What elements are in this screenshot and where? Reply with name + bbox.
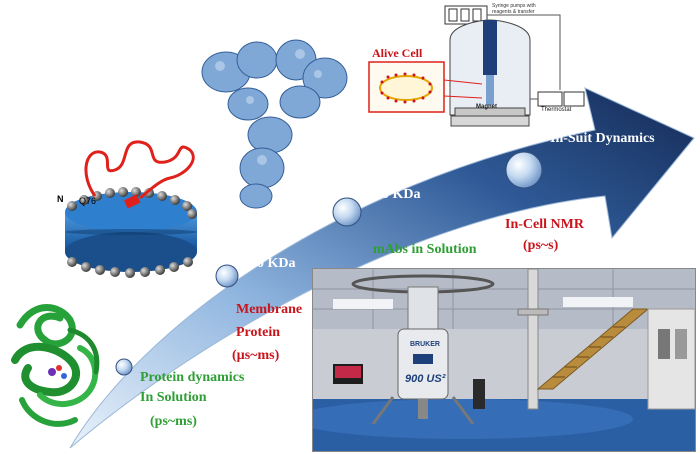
stage-2-description-line-1: Membrane	[236, 302, 303, 317]
stage-2-timescale: (µs~ms)	[232, 348, 280, 363]
apparatus-label-thermostat: Thermostat	[541, 107, 572, 113]
stage-3-size: 150 KDa	[368, 187, 421, 202]
stage-bubble-1	[115, 358, 133, 376]
stage-1-timescale: (ps~ms)	[150, 414, 197, 429]
stage-2-description-line-2: Protein	[236, 325, 281, 340]
residue-label: Q76	[79, 196, 97, 206]
apparatus-label-magnet: Magnet	[476, 104, 497, 110]
stage-4-timescale: (ps~s)	[523, 238, 559, 253]
protein-structure-green	[11, 304, 100, 427]
alive-cell-label: Alive Cell	[372, 46, 423, 60]
stage-4-description: In-Cell NMR	[505, 217, 584, 232]
stage-bubble-4	[505, 151, 543, 189]
antibody-structure	[201, 39, 348, 209]
terminus-label: N	[57, 194, 64, 204]
apparatus-label-pumps: Syringe pumps with reagents & transfer	[492, 3, 536, 15]
stage-2-size: 100 KDa	[243, 256, 296, 271]
stage-4-title: In-Suit Dynamics	[550, 131, 655, 146]
stage-3-description: mAbs in Solution	[373, 242, 477, 257]
stage-1-description-line-2: In Solution	[140, 390, 207, 405]
stage-bubble-3	[332, 197, 362, 227]
alive-cell-callout	[368, 61, 483, 113]
bruker-brand-label: BRUKER	[410, 341, 440, 348]
nanodisc-membrane-protein	[65, 140, 197, 278]
stage-bubble-2	[215, 264, 239, 288]
stage-1-description-line-1: Protein dynamics	[140, 370, 245, 385]
nmr-spectrometer-photo: BRUKER 900 US²	[312, 268, 696, 452]
in-cell-nmr-apparatus	[444, 5, 585, 127]
spectrometer-badge: 900 US²	[405, 373, 446, 385]
